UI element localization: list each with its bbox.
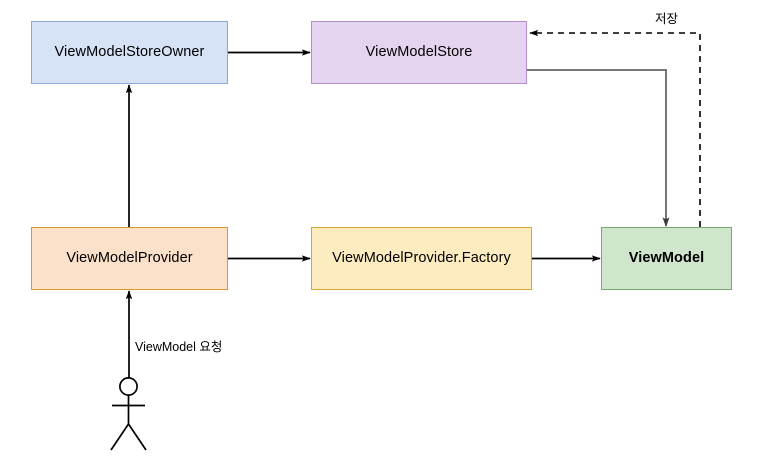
node-view-model-store[interactable]: ViewModelStore [311,21,527,84]
node-label: ViewModelProvider.Factory [332,249,511,266]
node-label: ViewModelStoreOwner [54,43,205,60]
actor-icon [110,377,147,451]
node-label: ViewModelProvider [66,249,193,266]
actor-left-leg-line [110,423,130,451]
node-view-model-store-owner[interactable]: ViewModelStoreOwner [31,21,228,84]
node-label: ViewModelStore [365,43,473,60]
edge-label-request: ViewModel 요청 [135,340,223,354]
edge-label-save: 저장 [655,12,679,26]
node-view-model-provider[interactable]: ViewModelProvider [31,227,228,290]
edge-store-to-viewmodel [527,69,670,227]
actor-right-leg-line [127,423,147,451]
node-label: ViewModel [628,249,705,266]
actor-head-icon [119,377,138,396]
node-view-model-provider-factory[interactable]: ViewModelProvider.Factory [311,227,532,290]
edge-viewmodel-to-store-save [529,29,701,227]
node-view-model[interactable]: ViewModel [601,227,732,290]
